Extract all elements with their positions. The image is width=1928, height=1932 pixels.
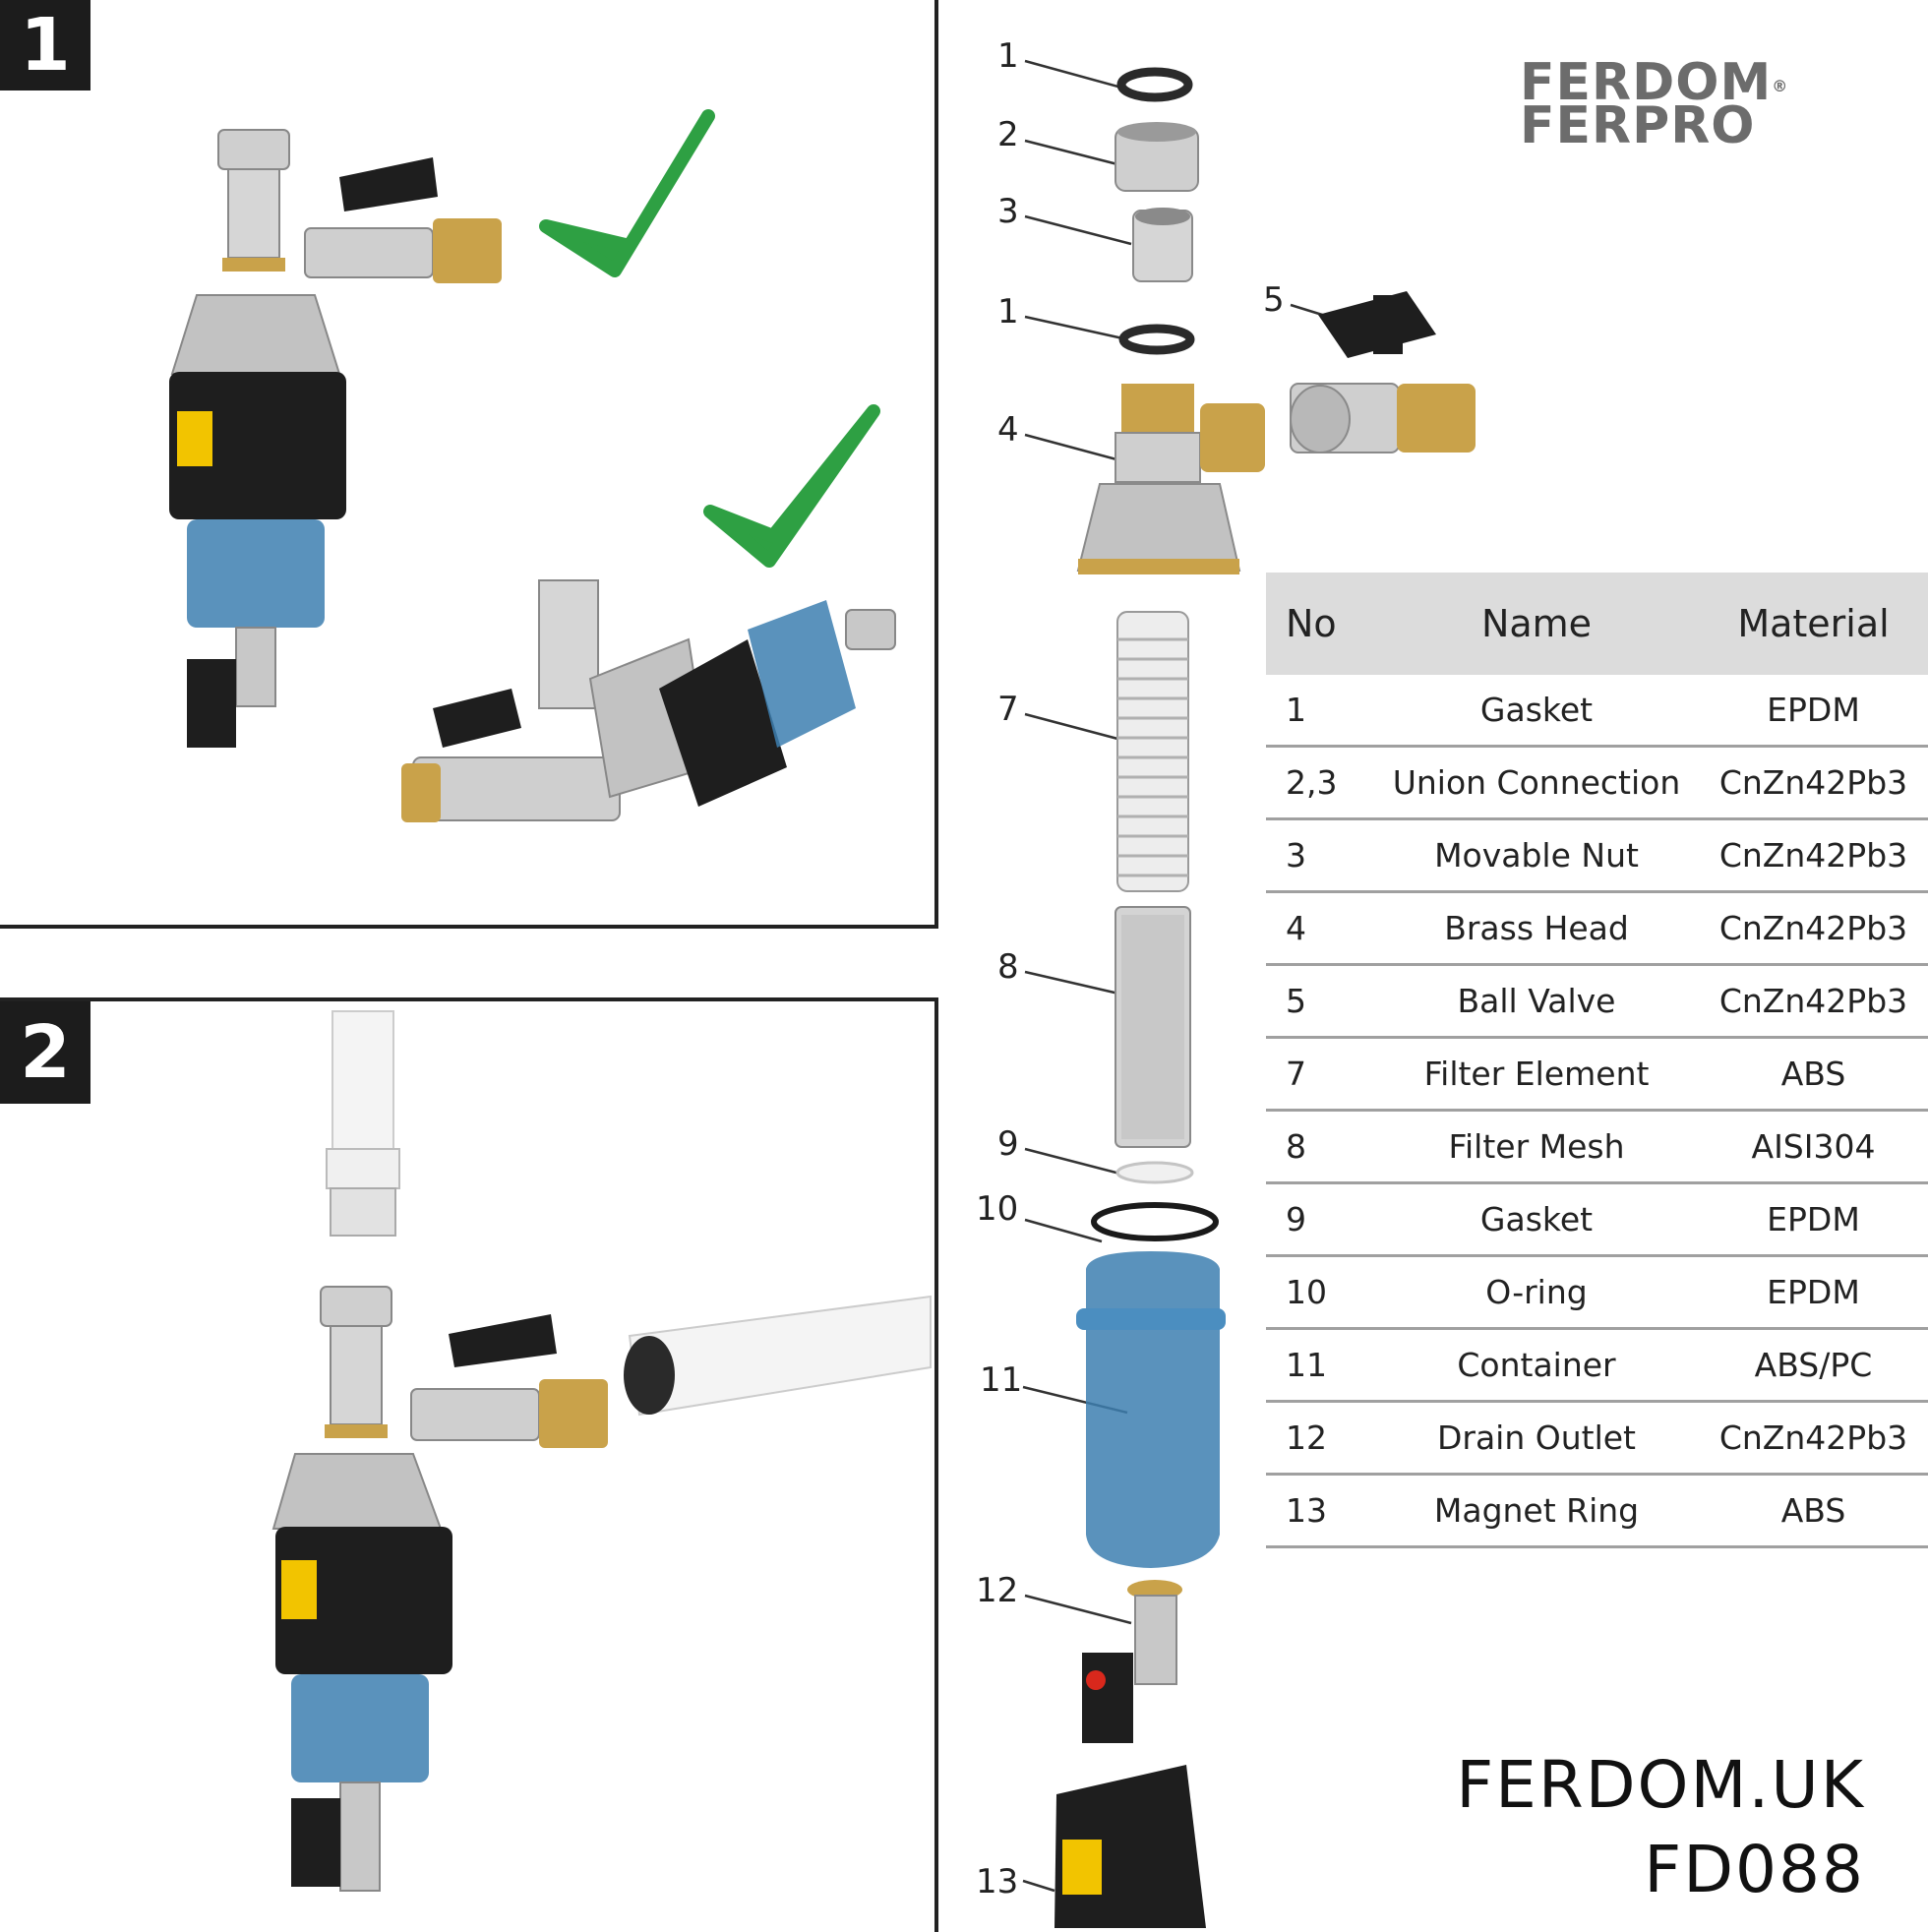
cell-name: Gasket	[1374, 1182, 1699, 1257]
step-1-badge: 1	[0, 0, 90, 91]
cell-no: 11	[1266, 1328, 1374, 1403]
container-part-11	[1076, 1251, 1226, 1568]
header-name: Name	[1374, 573, 1699, 675]
cell-name: Drain Outlet	[1374, 1401, 1699, 1476]
callout-label: 10	[976, 1189, 1019, 1229]
cell-material: ABS	[1699, 1037, 1928, 1112]
cell-name: Ball Valve	[1374, 964, 1699, 1039]
cell-no: 5	[1266, 964, 1374, 1039]
cell-material: CnZn42Pb3	[1699, 964, 1928, 1039]
cell-material: EPDM	[1699, 675, 1928, 748]
callout-label: 1	[997, 292, 1019, 332]
callout-label: 4	[997, 410, 1019, 450]
gasket-part-1-lower	[1118, 324, 1195, 355]
callout-label: 2	[997, 115, 1019, 154]
cell-material: CnZn42Pb3	[1699, 1401, 1928, 1476]
o-ring-part-10	[1091, 1202, 1219, 1241]
filter-assembly-vertical	[169, 129, 502, 748]
check-icon-2	[703, 404, 880, 568]
callout-label: 7	[997, 690, 1019, 729]
drain-outlet-part-12	[1082, 1580, 1182, 1743]
table-header-row: No Name Material	[1266, 573, 1928, 675]
cell-no: 13	[1266, 1474, 1374, 1548]
inlet-pipe	[326, 1010, 400, 1237]
step-1-illustration	[169, 109, 896, 822]
cell-name: Movable Nut	[1374, 818, 1699, 893]
filter-mesh-part-8	[1115, 906, 1191, 1148]
cell-no: 7	[1266, 1037, 1374, 1112]
ball-valve-part-5	[1290, 291, 1476, 453]
callout-label: 13	[976, 1862, 1019, 1902]
brand-line-2: FERPRO	[1520, 96, 1756, 155]
cell-name: Brass Head	[1374, 891, 1699, 966]
callout-label: 8	[997, 947, 1019, 987]
callout-label: 11	[980, 1360, 1023, 1400]
cell-no: 8	[1266, 1110, 1374, 1184]
brass-head-part-4	[1076, 384, 1265, 574]
cell-name: Gasket	[1374, 675, 1699, 748]
magnet-ring-part-13	[1054, 1765, 1206, 1928]
cell-no: 4	[1266, 891, 1374, 966]
installation-step-2-panel: 2	[0, 997, 938, 1932]
step-2-badge: 2	[0, 1001, 90, 1104]
cell-no: 9	[1266, 1182, 1374, 1257]
filter-assembly-horizontal	[401, 579, 896, 822]
step-2-illustration	[271, 1010, 932, 1892]
cell-material: ABS/PC	[1699, 1328, 1928, 1403]
outlet-pipe	[624, 1295, 932, 1417]
callout-label: 1	[997, 36, 1019, 76]
cell-no: 3	[1266, 818, 1374, 893]
cell-name: Magnet Ring	[1374, 1474, 1699, 1548]
callout-label: 12	[976, 1571, 1019, 1610]
cell-name: Filter Mesh	[1374, 1110, 1699, 1184]
cell-no: 1	[1266, 675, 1374, 748]
header-no: No	[1266, 573, 1374, 675]
movable-nut-part-3	[1132, 208, 1193, 282]
cell-material: ABS	[1699, 1474, 1928, 1548]
union-connection-part-2	[1115, 122, 1199, 192]
cell-name: O-ring	[1374, 1255, 1699, 1330]
cell-name: Union Connection	[1374, 746, 1699, 820]
callout-label: 9	[997, 1124, 1019, 1164]
gasket-part-1-top	[1116, 67, 1193, 102]
cell-material: EPDM	[1699, 1255, 1928, 1330]
cell-name: Filter Element	[1374, 1037, 1699, 1112]
cell-material: EPDM	[1699, 1182, 1928, 1257]
header-material: Material	[1699, 573, 1928, 675]
filter-assembly-installed	[271, 1286, 608, 1892]
brand-logo: FERDOM® FERPRO	[1520, 57, 1874, 155]
cell-name: Container	[1374, 1328, 1699, 1403]
check-icon-1	[539, 109, 715, 277]
registered-mark: ®	[1772, 77, 1789, 95]
cell-material: AISI304	[1699, 1110, 1928, 1184]
website-url: FERDOM.UK	[1456, 1747, 1865, 1823]
model-number: FD088	[1644, 1832, 1865, 1907]
callout-label: 5	[1263, 280, 1285, 320]
cell-no: 2,3	[1266, 746, 1374, 820]
site-info: FERDOM.UK FD088	[1456, 1743, 1865, 1912]
filter-element-part-7	[1116, 611, 1189, 892]
installation-step-1-panel: 1	[0, 0, 938, 929]
cell-no: 10	[1266, 1255, 1374, 1330]
cell-material: CnZn42Pb3	[1699, 746, 1928, 820]
callout-label: 3	[997, 192, 1019, 231]
brand-line-1: FERDOM	[1520, 53, 1773, 112]
cell-no: 12	[1266, 1401, 1374, 1476]
cell-material: CnZn42Pb3	[1699, 891, 1928, 966]
cell-material: CnZn42Pb3	[1699, 818, 1928, 893]
gasket-part-9	[1115, 1161, 1194, 1184]
